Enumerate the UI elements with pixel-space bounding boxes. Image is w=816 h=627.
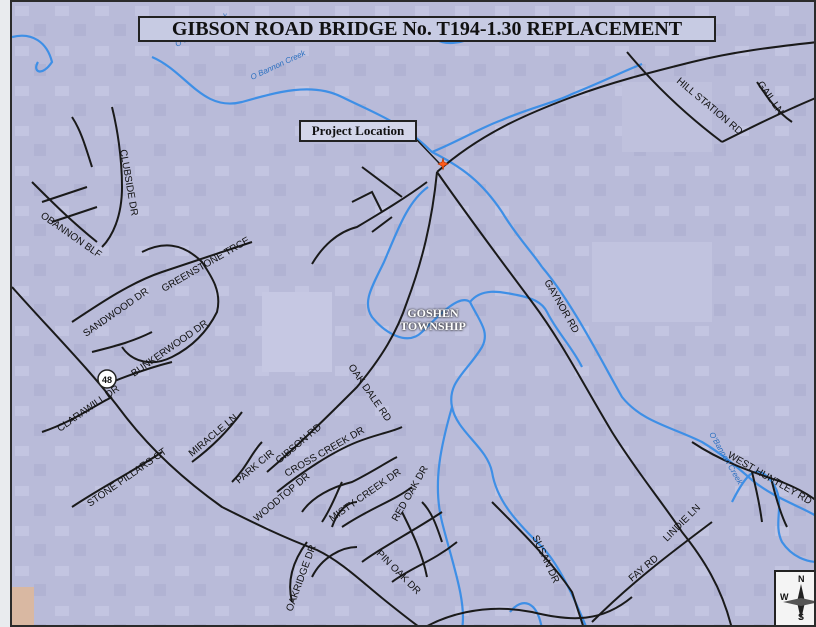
map-canvas[interactable]: 48 CLUBSIDE DR OBANNON BLF SANDWOOD DR G… [12,2,816,627]
field-patch [622,82,712,152]
project-location-marker[interactable] [437,157,449,171]
fay-rd [591,521,713,623]
gibson-rd [266,171,438,473]
oakridge-dr [289,541,358,603]
road-south [427,596,633,625]
field-patch [592,242,712,322]
hill-station-east [721,97,814,143]
field-patch [262,292,332,372]
greenstone-trce [71,241,253,323]
susan-dr [491,501,584,625]
creek-south [366,186,587,625]
hill-station-rd [436,41,814,173]
route-48-shield[interactable] [97,369,117,389]
park-cir [231,441,263,483]
route-48 [12,286,419,625]
stone-pillars-ct [71,451,163,508]
obannon-creek [151,55,543,268]
gaynor-rd [436,171,732,625]
clarawill-dr [41,396,113,433]
creek-loop-east [469,290,583,368]
creek-branch-south [436,406,464,625]
huntley-spurs [751,471,788,528]
gibson-rd-north [311,181,428,265]
clubside-branches [31,116,98,243]
west-huntley-rd [691,441,814,501]
obannon-blf [41,186,98,223]
obannon-creek-east [541,266,814,516]
route-48-label: 48 [102,375,112,385]
township-label: GOSHEN TOWNSHIP [396,307,470,333]
map-frame: 48 CLUBSIDE DR OBANNON BLF SANDWOOD DR G… [10,0,816,627]
hill-station-spur [626,51,723,143]
callout-leader [416,139,441,165]
woodtop-dr [321,481,358,528]
miracle-ln [191,411,243,463]
clubside-dr [101,106,124,248]
cross-creek-dr [276,426,403,493]
red-oak-dr [401,501,443,578]
township-label-line: TOWNSHIP [400,319,466,333]
compass-n-label: N [798,574,805,584]
misty-creek-dr [301,456,398,513]
land-corner [12,587,34,625]
map-title: GIBSON ROAD BRIDGE No. T194-1.30 REPLACE… [138,16,716,42]
compass-w-label: W [780,592,789,602]
creek-north-east [431,62,643,154]
compass-rose-icon [783,584,814,620]
bunkerwood-loop [121,244,220,364]
project-location-callout[interactable]: Project Location [299,120,417,142]
road-network [12,41,814,625]
north-arrow: N W S [774,570,814,625]
township-label-line: GOSHEN [407,306,459,320]
gail-ln [756,81,793,123]
creek-segment [12,34,54,73]
local-streets-north [351,166,403,233]
sandwood-dr [91,331,173,383]
